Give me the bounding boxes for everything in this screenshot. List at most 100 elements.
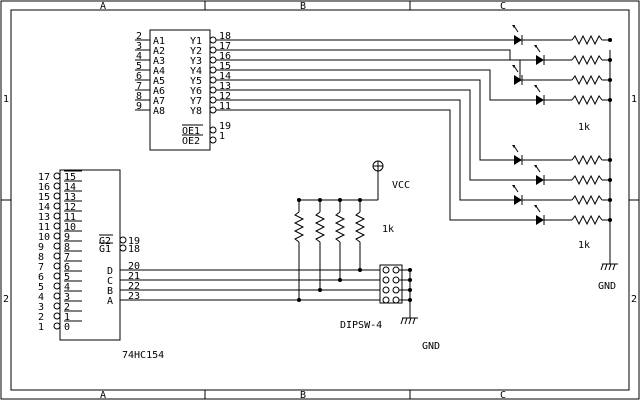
led-series-resistor xyxy=(571,174,603,186)
decoder-output-pin-label: 11 xyxy=(64,212,76,223)
pullup-resistor xyxy=(293,211,305,243)
buffer-input-pin-number: 8 xyxy=(136,91,142,102)
buffer-input-pin-label: A5 xyxy=(153,76,165,87)
output-trace xyxy=(216,79,514,161)
buffer-input-pin-label: A4 xyxy=(153,66,165,77)
led-diode xyxy=(514,195,522,205)
buffer-output-pin-label: Y8 xyxy=(190,106,202,117)
decoder-address-pin-number: 23 xyxy=(128,291,140,302)
led-light-arrow xyxy=(535,205,541,213)
led-light-arrow xyxy=(535,85,541,93)
led-light-arrow xyxy=(535,165,541,173)
buffer-output-pin-number: 11 xyxy=(219,101,231,112)
decoder-output-pin-label: 0 xyxy=(64,322,70,333)
led-diode xyxy=(536,175,544,185)
buffer-output-pin-label: Y4 xyxy=(190,66,202,77)
decoder-output-pin-label: 15 xyxy=(64,172,76,183)
decoder-output-pin-number: 14 xyxy=(38,202,50,213)
pullup-resistor-value: 1k xyxy=(382,224,394,235)
dipsw-contact xyxy=(392,286,400,294)
decoder-output-pin-number: 7 xyxy=(38,262,44,273)
led-light-arrow xyxy=(513,25,519,33)
led-series-resistor xyxy=(571,74,603,86)
buffer-input-pin-number: 5 xyxy=(136,61,142,72)
frame-col-label: C xyxy=(500,390,506,400)
decoder-output-bubble xyxy=(53,222,61,230)
led-light-arrow xyxy=(535,45,541,53)
led-diode xyxy=(536,95,544,105)
buffer-enable-pin-number: 1 xyxy=(219,131,225,142)
decoder-output-pin-label: 9 xyxy=(64,232,70,243)
buffer-output-pin-label: Y6 xyxy=(190,86,202,97)
buffer-input-pin-number: 9 xyxy=(136,101,142,112)
buffer-output-pin-number: 15 xyxy=(219,61,231,72)
decoder-output-pin-number: 3 xyxy=(38,302,44,313)
buffer-output-bubble xyxy=(209,86,217,94)
buffer-input-pin-label: A8 xyxy=(153,106,165,117)
decoder-output-pin-number: 9 xyxy=(38,242,44,253)
decoder-enable-pin-number: 19 xyxy=(128,236,140,247)
decoder-output-pin-label: 6 xyxy=(64,262,70,273)
decoder-output-pin-number: 17 xyxy=(38,172,50,183)
buffer-output-pin-number: 17 xyxy=(219,41,231,52)
led-resistor-value-1: 1k xyxy=(578,122,590,133)
led-ground-symbol xyxy=(600,50,618,271)
decoder-enable-pin-number: 18 xyxy=(128,244,140,255)
led-series-resistor xyxy=(571,54,603,66)
buffer-output-pin-number: 13 xyxy=(219,81,231,92)
led-series-resistor xyxy=(571,154,603,166)
decoder-enable-pin-label: G2 xyxy=(99,236,111,247)
led-light-arrowhead xyxy=(534,85,537,88)
decoder-output-pin-label: 13 xyxy=(64,192,76,203)
decoder-output-pin-label: 1 xyxy=(64,312,70,323)
decoder-output-bubble xyxy=(53,202,61,210)
buffer-output-bubble xyxy=(209,46,217,54)
led-series-resistor xyxy=(571,194,603,206)
output-trace xyxy=(216,89,536,181)
led-series-resistor xyxy=(571,34,603,46)
decoder-output-pin-number: 4 xyxy=(38,292,44,303)
buffer-input-pin-label: A6 xyxy=(153,86,165,97)
dipsw-contact xyxy=(382,276,390,284)
decoder-output-pin-number: 11 xyxy=(38,222,50,233)
buffer-input-pin-label: A2 xyxy=(153,46,165,57)
decoder-output-bubble xyxy=(53,172,61,180)
decoder-address-pin-number: 22 xyxy=(128,281,140,292)
led-light-arrowhead xyxy=(512,185,515,188)
decoder-output-bubble xyxy=(53,272,61,280)
led-light-arrowhead xyxy=(534,45,537,48)
decoder-output-pin-number: 8 xyxy=(38,252,44,263)
buffer-output-bubble xyxy=(209,96,217,104)
decoder-output-pin-number: 1 xyxy=(38,322,44,333)
frame-row-label: 1 xyxy=(3,94,9,105)
led-light-arrowhead xyxy=(534,165,537,168)
output-trace xyxy=(216,99,514,201)
decoder-address-pin-label: C xyxy=(107,276,113,287)
frame-col-label: B xyxy=(300,1,306,12)
buffer-output-pin-number: 18 xyxy=(219,31,231,42)
pullup-resistor xyxy=(314,211,326,243)
decoder-output-bubble xyxy=(53,232,61,240)
buffer-output-pin-number: 16 xyxy=(219,51,231,62)
decoder-output-bubble xyxy=(53,192,61,200)
buffer-output-pin-number: 14 xyxy=(219,71,231,82)
decoder-output-bubble xyxy=(53,312,61,320)
vcc-symbol xyxy=(372,160,384,200)
decoder-output-pin-number: 2 xyxy=(38,312,44,323)
decoder-address-pin-label: D xyxy=(107,266,113,277)
buffer-output-bubble xyxy=(209,76,217,84)
junction-dot xyxy=(608,38,612,42)
buffer-input-pin-number: 4 xyxy=(136,51,142,62)
switch-ground-symbol xyxy=(400,270,418,325)
buffer-enable-pin-label: OE2 xyxy=(182,136,200,147)
led-diode xyxy=(536,55,544,65)
led-light-arrowhead xyxy=(512,25,515,28)
led-resistor-value-2: 1k xyxy=(578,240,590,251)
buffer-input-pin-number: 2 xyxy=(136,31,142,42)
buffer-input-pin-label: A1 xyxy=(153,36,165,47)
buffer-output-pin-label: Y2 xyxy=(190,46,202,57)
pullup-resistor xyxy=(334,211,346,243)
buffer-output-bubble xyxy=(209,36,217,44)
